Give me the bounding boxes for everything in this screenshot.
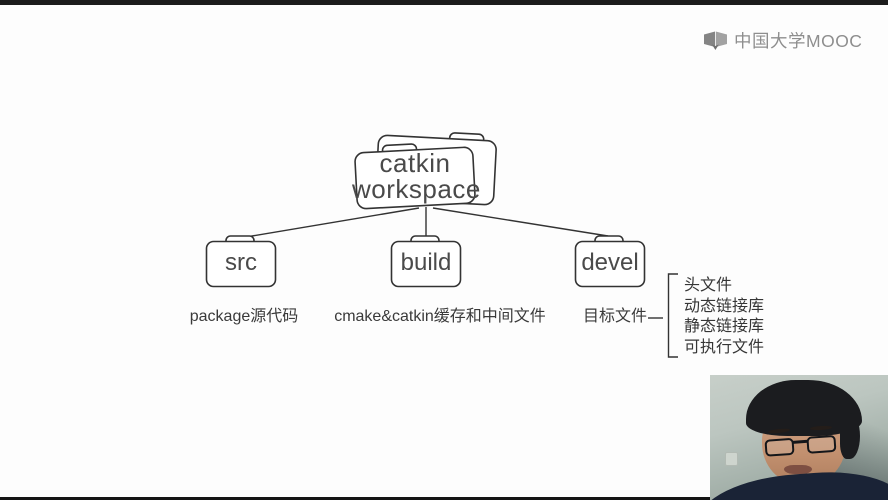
devel-output-item: 动态链接库 <box>684 297 765 315</box>
root-folder-label: catkin workspace <box>352 148 481 204</box>
glasses-bridge <box>792 439 808 444</box>
build-folder-label: build <box>400 249 452 276</box>
devel-folder-label: devel <box>581 249 639 276</box>
devel-outputs-list: 头文件 动态链接库 静态链接库 可执行文件 <box>684 276 764 358</box>
build-caption: cmake&catkin缓存和中间文件 <box>334 308 546 325</box>
glasses-lens <box>764 437 795 457</box>
glasses-lens <box>806 434 837 454</box>
instructor-mouth <box>784 465 812 474</box>
devel-output-item: 头文件 <box>684 277 733 294</box>
devel-output-item: 静态链接库 <box>684 318 765 335</box>
letterbox-bottom <box>0 497 888 500</box>
mooc-logo-text: 中国大学MOOC <box>734 31 863 51</box>
tree-connectors <box>239 207 609 239</box>
webcam-overlay <box>710 375 888 500</box>
root-folder-line2: workspace <box>352 174 481 204</box>
wall-switch <box>725 452 738 466</box>
src-caption: package源代码 <box>189 308 299 325</box>
open-book-icon <box>704 31 727 50</box>
mooc-logo: 中国大学MOOC <box>704 28 862 53</box>
devel-output-item: 可执行文件 <box>684 338 765 356</box>
src-folder-label: src <box>225 249 257 276</box>
letterbox-top <box>0 0 888 5</box>
devel-caption: 目标文件 <box>582 308 647 325</box>
instructor-hair-side <box>840 413 860 459</box>
root-folder-line1: catkin <box>379 148 451 178</box>
